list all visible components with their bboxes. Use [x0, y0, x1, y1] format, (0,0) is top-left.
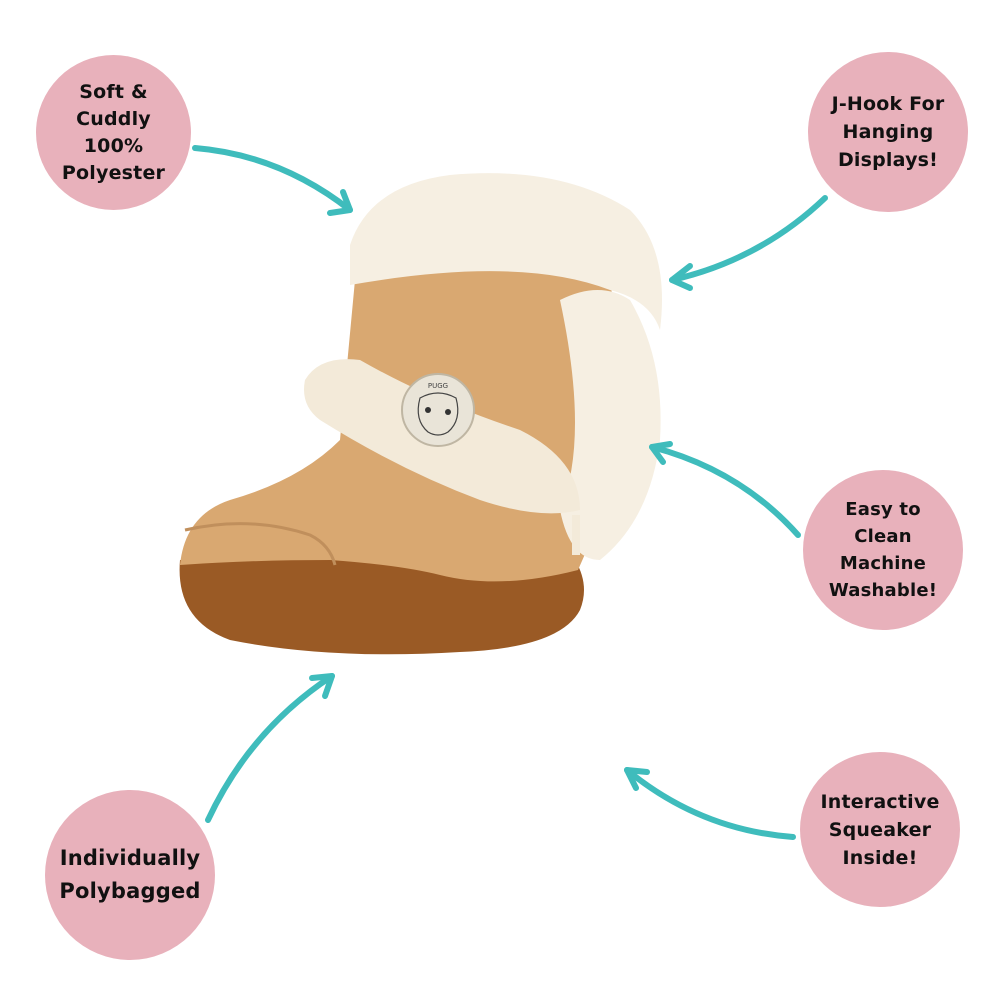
- callout-text: Interactive Squeaker Inside!: [820, 790, 940, 869]
- pugg-patch: PUGG: [401, 373, 475, 447]
- boot-sole: [179, 560, 585, 655]
- arrow-soft: [192, 145, 353, 216]
- callout-text: J-Hook For Hanging Displays!: [831, 93, 945, 171]
- callout-j-hook: J-Hook For Hanging Displays!: [808, 52, 968, 212]
- arrow-polybag: [205, 673, 335, 823]
- callout-soft-cuddly: Soft & Cuddly 100% Polyester: [36, 55, 191, 210]
- boot-fur-top: [350, 173, 662, 330]
- svg-text:PUGG: PUGG: [428, 382, 448, 390]
- callout-easy-clean: Easy to Clean Machine Washable!: [803, 470, 963, 630]
- arrow-jhook: [669, 195, 828, 291]
- callout-text: Easy to Clean Machine Washable!: [828, 499, 938, 601]
- callout-squeaker: Interactive Squeaker Inside!: [800, 752, 960, 907]
- callout-text: Soft & Cuddly 100% Polyester: [61, 80, 166, 184]
- boot-side-tag: [572, 515, 580, 555]
- callout-text: Individually Polybagged: [59, 846, 201, 903]
- boot-toe-seam: [184, 522, 337, 566]
- arrow-squeaker: [624, 767, 796, 840]
- boot-fur-flap: [560, 290, 661, 560]
- callout-polybagged: Individually Polybagged: [45, 790, 215, 960]
- arrow-clean: [649, 441, 801, 538]
